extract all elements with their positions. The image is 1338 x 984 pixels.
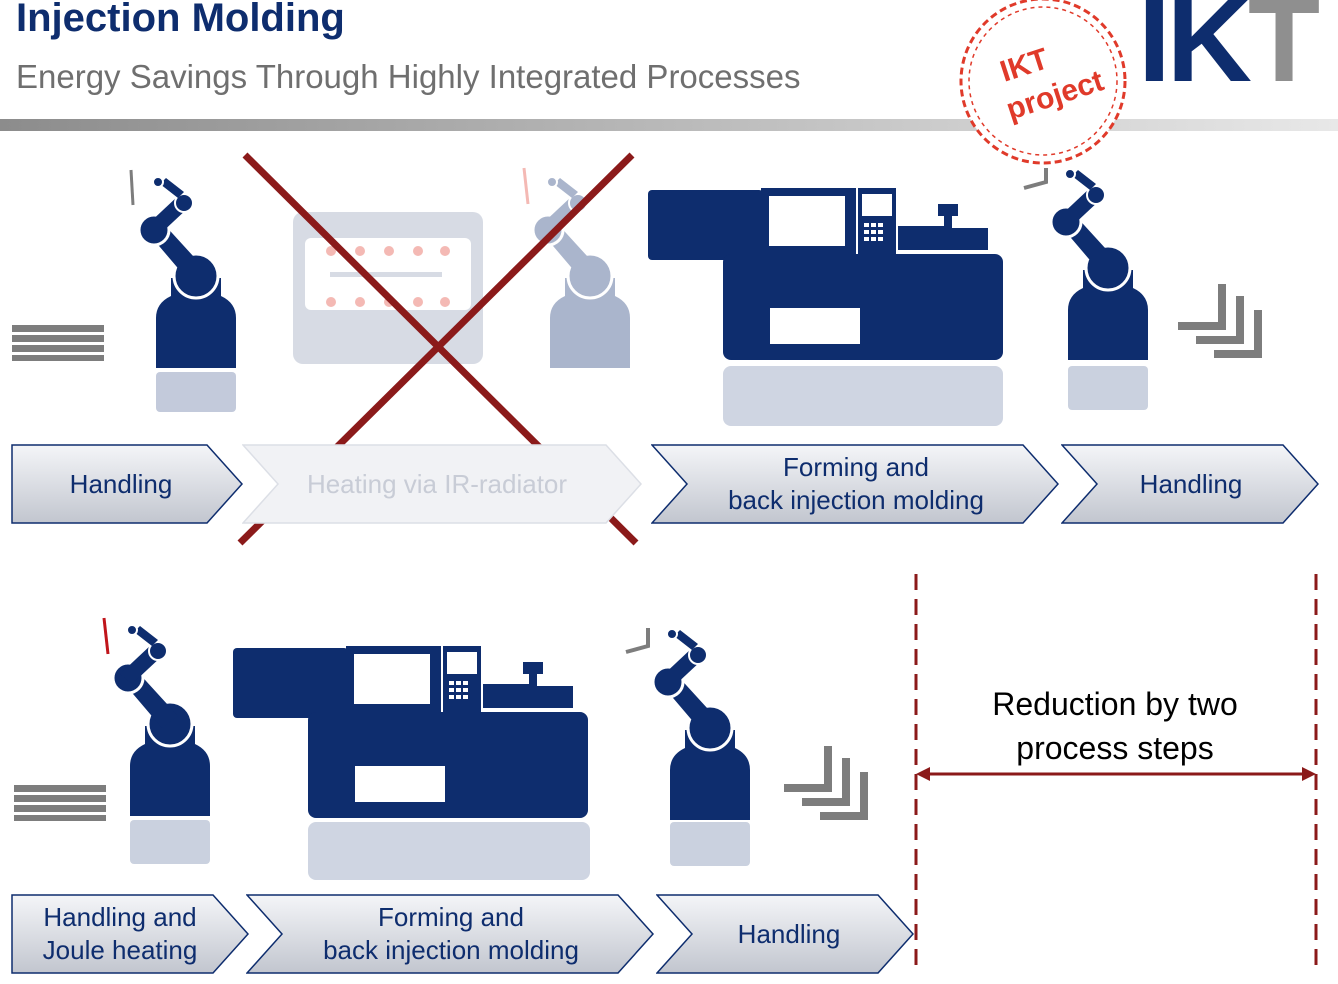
page-title: Injection Molding xyxy=(16,0,345,40)
process-step-heating-removed: Heating via IR-radiator xyxy=(242,444,642,524)
finished-parts-icon xyxy=(784,746,868,820)
robot-arm-icon xyxy=(1023,167,1150,362)
injection-molding-machine-icon xyxy=(233,646,588,818)
step-label: Handling xyxy=(737,918,841,949)
process-step-handling-joule-heating: Handling and Joule heating xyxy=(11,894,249,974)
injection-molding-machine-icon xyxy=(648,188,1003,360)
process-step-handling: Handling xyxy=(656,894,914,974)
step-label: Handling xyxy=(69,468,173,499)
step-label: Forming and back injection molding xyxy=(323,902,579,965)
robot-arm-icon xyxy=(625,627,752,822)
robot-arm-icon xyxy=(129,169,238,370)
reduction-label: Reduction by two process steps xyxy=(992,686,1238,766)
step-label: Handling xyxy=(1139,468,1243,499)
robot-arm-icon xyxy=(102,617,212,818)
reduction-bracket xyxy=(914,574,1318,974)
ikt-logo: IKT xyxy=(1138,0,1320,107)
robot-arm-icon xyxy=(522,167,632,370)
process-step-handling: Handling xyxy=(1061,444,1319,524)
page-subtitle: Energy Savings Through Highly Integrated… xyxy=(16,58,801,95)
material-stack-icon xyxy=(12,325,104,361)
process-step-forming: Forming and back injection molding xyxy=(246,894,654,974)
process-step-handling: Handling xyxy=(11,444,243,524)
finished-parts-icon xyxy=(1178,284,1262,358)
step-label: Forming and back injection molding xyxy=(728,452,984,515)
step-label: Heating via IR-radiator xyxy=(306,468,568,499)
process-step-forming: Forming and back injection molding xyxy=(651,444,1059,524)
material-stack-icon xyxy=(14,785,106,821)
step-label: Handling and Joule heating xyxy=(42,902,198,965)
